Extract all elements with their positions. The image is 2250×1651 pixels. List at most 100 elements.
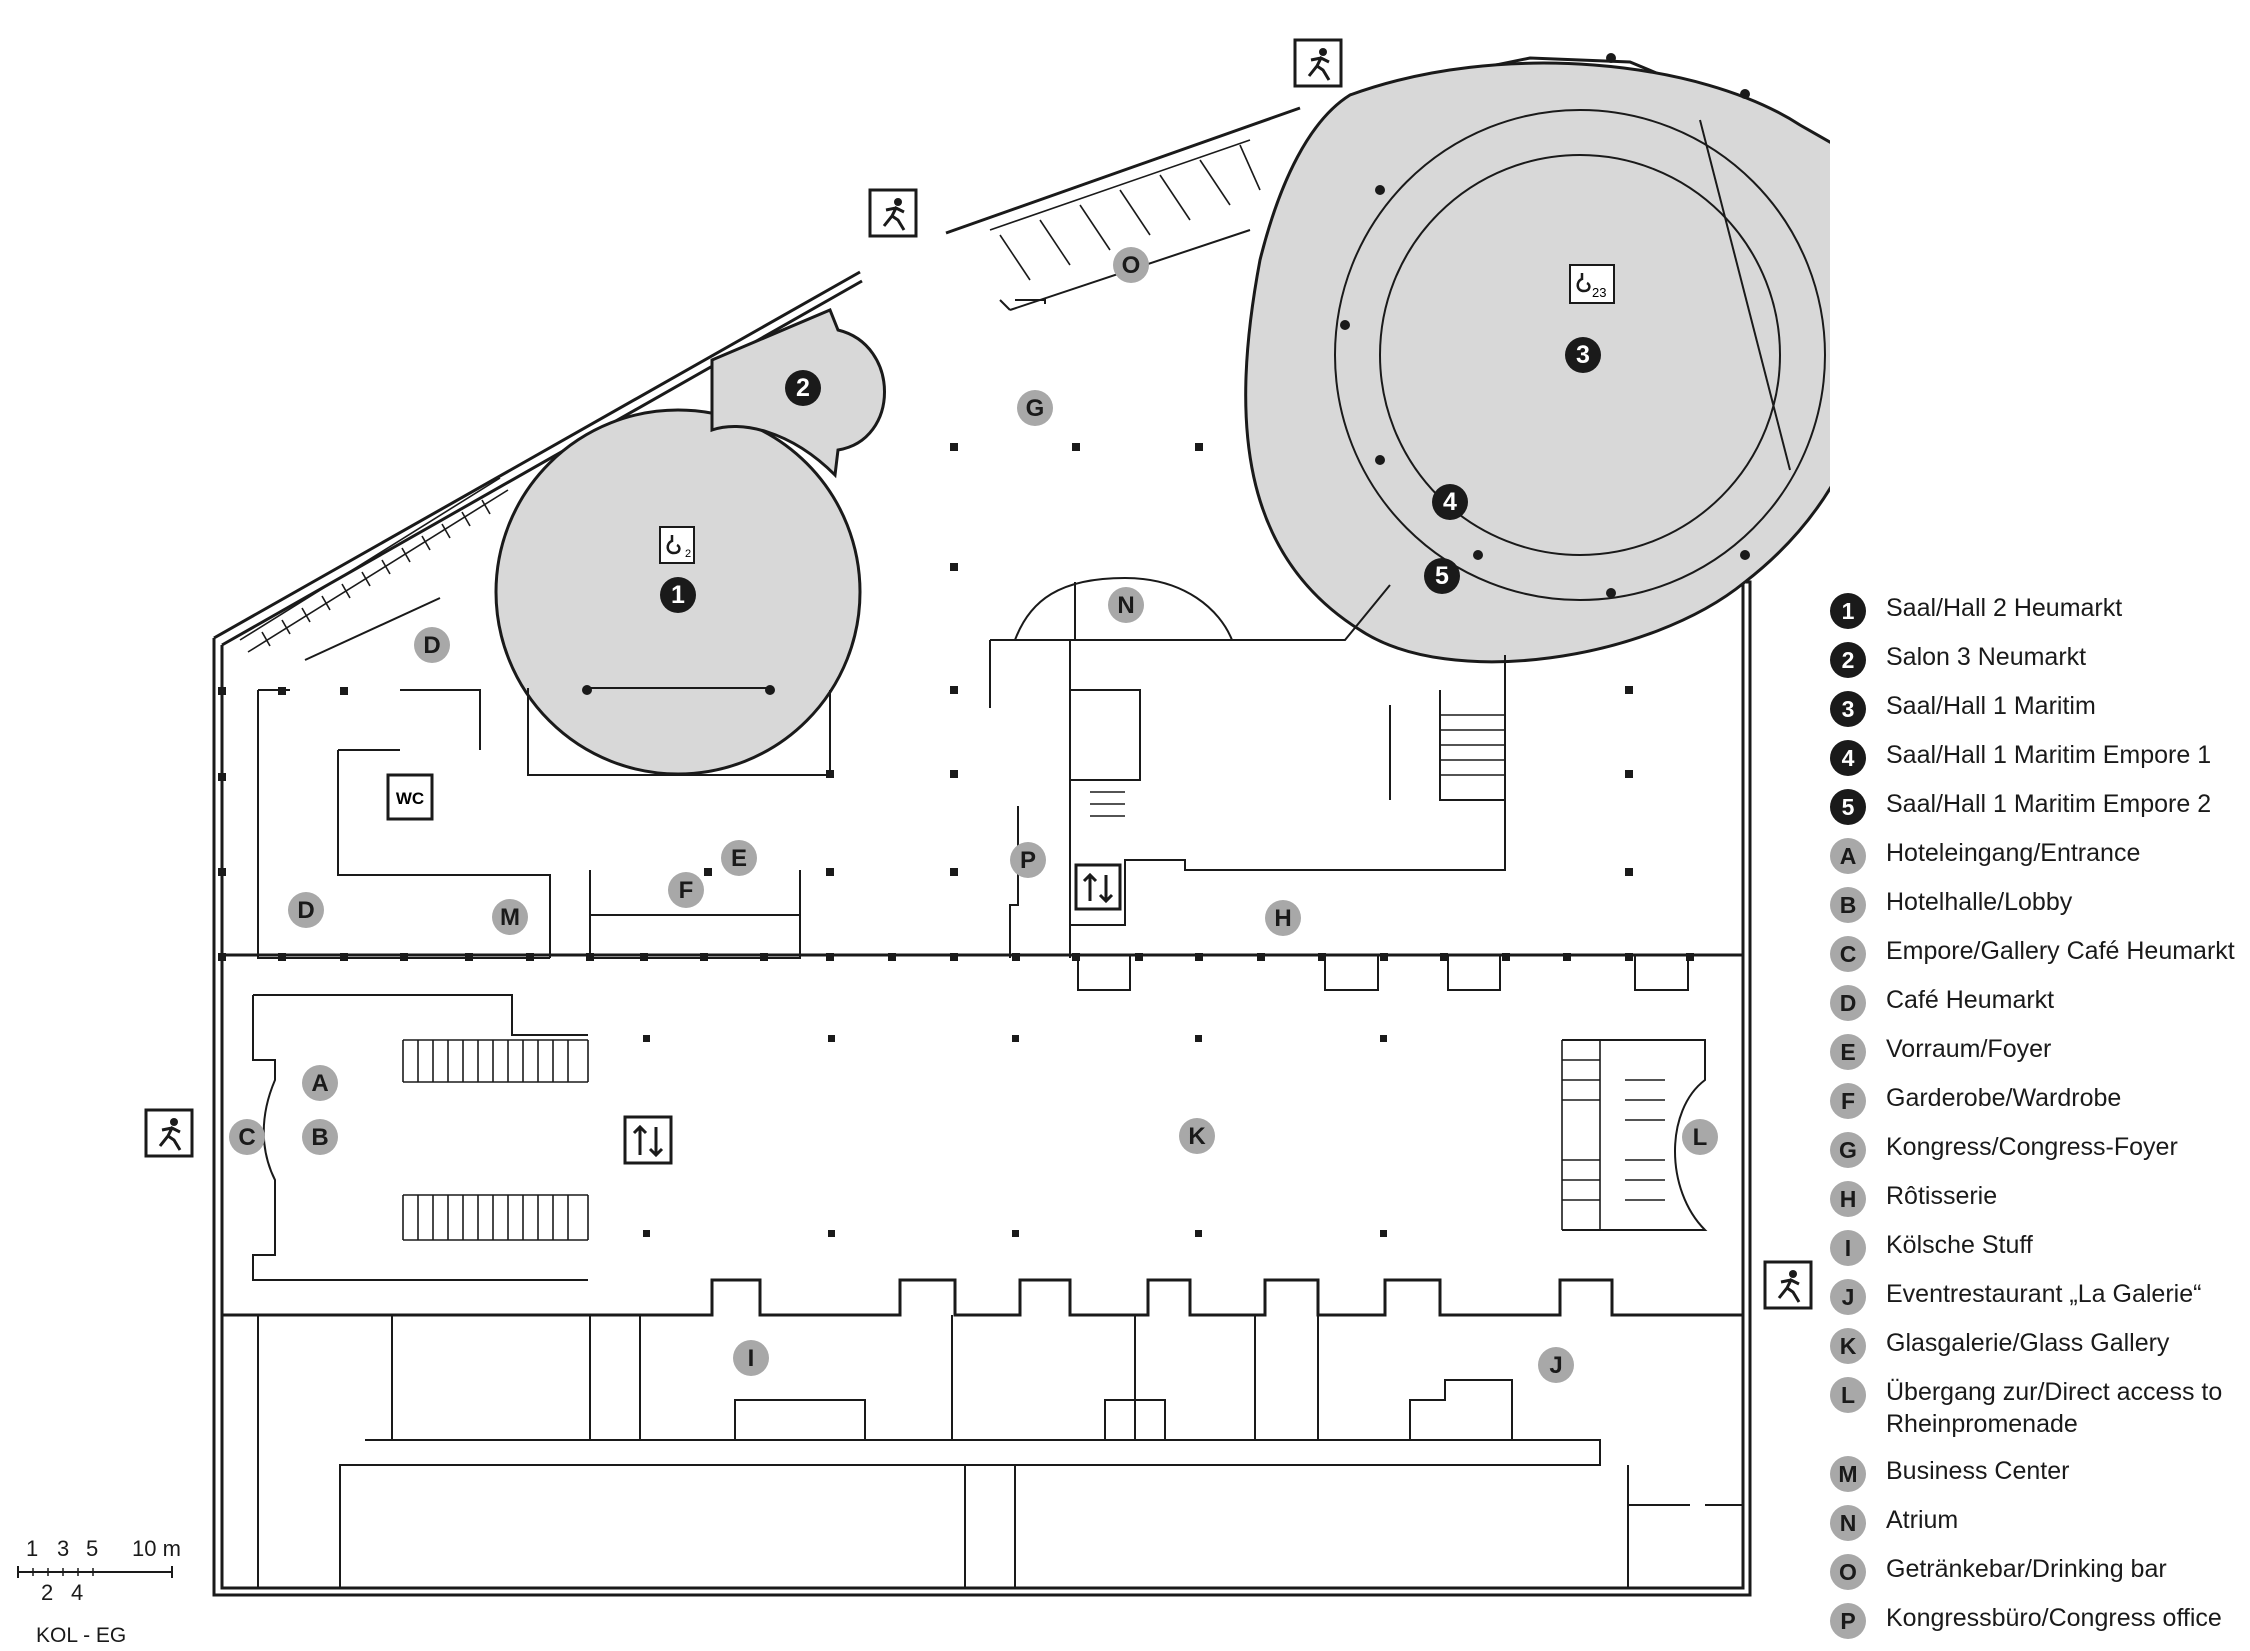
emergency-exit-icon <box>1293 38 1343 88</box>
room-marker-label: A <box>311 1070 328 1097</box>
legend-key: 3 <box>1830 691 1866 727</box>
legend-key: J <box>1830 1279 1866 1315</box>
capacity-hall1: 2 <box>685 548 691 560</box>
legend-item: E Vorraum/Foyer <box>1830 1033 2250 1082</box>
legend-label: Glasgalerie/Glass Gallery <box>1886 1329 2170 1357</box>
room-marker-dot <box>1538 1347 1574 1383</box>
capacity-hall3: 23 <box>1592 285 1606 300</box>
stair-maritim <box>1090 714 1505 817</box>
legend-label: Übergang zur/Direct access to Rheinprome… <box>1886 1378 2223 1438</box>
room-marker-label: B <box>311 1124 328 1151</box>
room-marker-dot <box>1424 558 1460 594</box>
room-marker: O <box>1113 247 1149 283</box>
room-marker: L <box>1682 1119 1718 1155</box>
legend-key: 5 <box>1830 789 1866 825</box>
legend-label: Café Heumarkt <box>1886 986 2055 1014</box>
columns <box>218 53 1750 1237</box>
room-marker-label: D <box>297 897 314 924</box>
legend-key: 4 <box>1830 740 1866 776</box>
legend-label: Hotelhalle/Lobby <box>1886 888 2073 916</box>
legend-label: Getränkebar/Drinking bar <box>1886 1555 2167 1583</box>
room-marker-label: J <box>1549 1352 1562 1379</box>
legend-item: 4 Saal/Hall 1 Maritim Empore 1 <box>1830 739 2250 788</box>
floor-caption: KOL - EG <box>36 1624 127 1647</box>
room-marker-dot <box>1565 337 1601 373</box>
legend-item: B Hotelhalle/Lobby <box>1830 886 2250 935</box>
room-marker-label: D <box>423 632 440 659</box>
room-marker-label: 3 <box>1576 341 1590 369</box>
legend-item: M Business Center <box>1830 1455 2250 1504</box>
legend-key: M <box>1830 1456 1866 1492</box>
room-marker: 4 <box>1432 484 1468 520</box>
scale-tick: 5 <box>86 1536 99 1561</box>
stair-lobby-top <box>402 1039 589 1083</box>
legend-label: Vorraum/Foyer <box>1886 1035 2052 1063</box>
stair-diagonal <box>239 477 509 653</box>
legend-key: C <box>1830 936 1866 972</box>
legend-key: L <box>1830 1377 1866 1413</box>
room-marker-dot <box>785 370 821 406</box>
legend-label: Empore/Gallery Café Heumarkt <box>1886 937 2235 965</box>
room-marker-dot <box>1265 900 1301 936</box>
legend-label: Kongress/Congress-Foyer <box>1886 1133 2178 1161</box>
legend-label: Hoteleingang/Entrance <box>1886 839 2141 867</box>
hall-maritim-area <box>1244 61 1830 664</box>
room-marker-dot <box>660 577 696 613</box>
room-marker: 1 <box>660 577 696 613</box>
room-marker-dot <box>302 1065 338 1101</box>
legend-key: E <box>1830 1034 1866 1070</box>
room-marker-dot <box>1113 247 1149 283</box>
legend-label: Business Center <box>1886 1457 2070 1485</box>
capacity-icon: 2 <box>659 526 695 564</box>
room-marker-dot <box>1017 390 1053 426</box>
room-marker-label: M <box>500 904 520 931</box>
legend-key: I <box>1830 1230 1866 1266</box>
room-marker-label: E <box>731 845 747 872</box>
room-marker-label: L <box>1693 1124 1708 1151</box>
room-marker: N <box>1108 587 1144 623</box>
interior-walls <box>222 229 1743 1588</box>
room-marker: J <box>1538 1347 1574 1383</box>
room-marker: 3 <box>1565 337 1601 373</box>
emergency-exit-icon <box>144 1108 194 1158</box>
legend-key: K <box>1830 1328 1866 1364</box>
room-marker-label: 4 <box>1443 488 1457 516</box>
room-marker: G <box>1017 390 1053 426</box>
emergency-exit-icon <box>1763 1260 1813 1310</box>
legend-key: 1 <box>1830 593 1866 629</box>
room-marker: I <box>733 1340 769 1376</box>
room-marker-dot <box>229 1119 265 1155</box>
room-marker: 2 <box>785 370 821 406</box>
room-marker: E <box>721 840 757 876</box>
legend-key: A <box>1830 838 1866 874</box>
legend-label: Salon 3 Neumarkt <box>1886 643 2087 671</box>
scale-tick: 10 m <box>132 1536 181 1561</box>
wc-icon: WC <box>386 773 434 821</box>
room-marker-label: O <box>1122 252 1141 279</box>
legend-label: Garderobe/Wardrobe <box>1886 1084 2122 1112</box>
legend-label: Saal/Hall 1 Maritim Empore 1 <box>1886 741 2212 769</box>
scale-tick: 2 <box>41 1580 54 1605</box>
legend-key: H <box>1830 1181 1866 1217</box>
stair-lobby-bottom <box>402 1194 589 1241</box>
room-marker-dot <box>1010 842 1046 878</box>
room-marker: 5 <box>1424 558 1460 594</box>
legend-key: B <box>1830 887 1866 923</box>
emergency-exit-icon <box>868 188 918 238</box>
room-marker-label: N <box>1117 592 1134 619</box>
room-marker: C <box>229 1119 265 1155</box>
legend-key: D <box>1830 985 1866 1021</box>
legend-item: D Café Heumarkt <box>1830 984 2250 1033</box>
scale-tick: 3 <box>57 1536 70 1561</box>
room-marker-label: 1 <box>671 581 685 609</box>
room-marker: M <box>492 899 528 935</box>
legend-item: A Hoteleingang/Entrance <box>1830 837 2250 886</box>
